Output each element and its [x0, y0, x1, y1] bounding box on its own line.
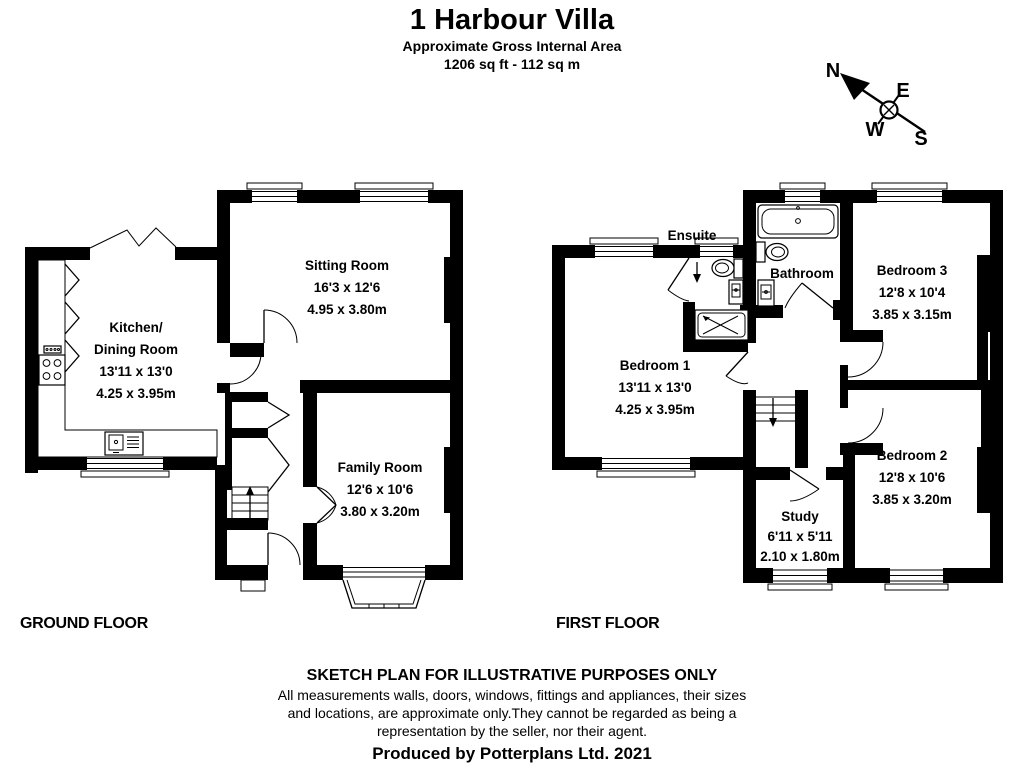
header: 1 Harbour Villa Approximate Gross Intern… [0, 4, 1024, 73]
kitchen-imperial: 13'11 x 13'0 [99, 364, 172, 379]
ensuite-name: Ensuite [668, 228, 717, 243]
ground-floor-windows [80, 182, 434, 478]
bedroom3-metric: 3.85 x 3.15m [872, 307, 952, 322]
sitting-room-name: Sitting Room [305, 258, 389, 273]
compass-graphics [840, 73, 926, 133]
bathroom-name: Bathroom [770, 266, 834, 281]
bathtub-icon [757, 204, 839, 239]
kitchen-sink-icon [104, 431, 144, 456]
compass-east-label: E [896, 80, 909, 102]
disclaimer-line2: and locations, are approximate only.They… [287, 705, 737, 721]
kitchen-name-line2: Dining Room [94, 342, 178, 357]
first-floor-doors [667, 257, 884, 502]
study-metric: 2.10 x 1.80m [760, 549, 840, 564]
bedroom1-name: Bedroom 1 [620, 358, 691, 373]
subtitle: Approximate Gross Internal Area [402, 38, 622, 54]
ground-floor-walls [25, 190, 463, 580]
bedroom3-imperial: 12'8 x 10'4 [879, 285, 946, 300]
kitchen-fixtures [37, 259, 218, 458]
bedroom2-name: Bedroom 2 [877, 448, 948, 463]
bedroom2-metric: 3.85 x 3.20m [872, 492, 952, 507]
family-room-name: Family Room [338, 460, 423, 475]
ensuite-sink-icon [728, 279, 744, 305]
shower-icon [694, 309, 749, 341]
ground-floor-label: GROUND FLOOR [20, 615, 148, 632]
disclaimer-line3: representation by the seller, nor their … [376, 723, 648, 739]
hob-icon [38, 345, 66, 386]
study-imperial: 6'11 x 5'11 [768, 529, 833, 544]
bedroom2-imperial: 12'8 x 10'6 [879, 470, 946, 485]
ground-floor-doors [229, 309, 337, 592]
study-name: Study [781, 509, 819, 524]
family-room-metric: 3.80 x 3.20m [340, 504, 420, 519]
first-floor-windows [589, 182, 949, 591]
disclaimer-line1: All measurements walls, doors, windows, … [277, 687, 747, 703]
bathroom-sink-icon [757, 279, 775, 307]
page-title: 1 Harbour Villa [409, 4, 615, 36]
area-text: 1206 sq ft - 112 sq m [443, 56, 581, 72]
compass-south-label: S [914, 128, 927, 150]
disclaimer-heading: SKETCH PLAN FOR ILLUSTRATIVE PURPOSES ON… [306, 667, 718, 684]
compass-west-label: W [866, 119, 885, 141]
ground-floor-stairs [231, 486, 269, 521]
bay-window [342, 565, 426, 609]
ground-floor-plan: Sitting Room 16'3 x 12'6 4.95 x 3.80m Ki… [25, 182, 463, 609]
first-floor-stairs [756, 396, 795, 427]
producer-credit: Produced by Potterplans Ltd. 2021 [372, 744, 652, 763]
bathroom-fixtures [694, 204, 839, 341]
bedroom3-name: Bedroom 3 [877, 263, 948, 278]
ensuite-toilet-icon [711, 258, 744, 279]
footer: SKETCH PLAN FOR ILLUSTRATIVE PURPOSES ON… [0, 666, 1024, 765]
family-room-imperial: 12'6 x 10'6 [347, 482, 414, 497]
ground-floor-room-labels: Sitting Room 16'3 x 12'6 4.95 x 3.80m Ki… [94, 258, 422, 519]
sitting-room-imperial: 16'3 x 12'6 [314, 280, 381, 295]
compass-rose-icon: N E W S [826, 60, 928, 150]
compass-north-label: N [826, 60, 840, 82]
first-floor-plan: Ensuite Bathroom Bedroom 3 12'8 x 10'4 3… [552, 182, 1003, 591]
first-floor-label: FIRST FLOOR [556, 615, 660, 632]
bedroom1-metric: 4.25 x 3.95m [615, 402, 695, 417]
first-floor-room-labels: Ensuite Bathroom Bedroom 3 12'8 x 10'4 3… [615, 228, 952, 564]
bedroom1-imperial: 13'11 x 13'0 [618, 380, 691, 395]
first-floor-walls [552, 190, 1003, 583]
ensuite-arrow-icon [693, 262, 701, 283]
kitchen-metric: 4.25 x 3.95m [96, 386, 176, 401]
kitchen-name-line1: Kitchen/ [109, 320, 163, 335]
bathroom-toilet-icon [755, 241, 789, 263]
sitting-room-metric: 4.95 x 3.80m [307, 302, 387, 317]
